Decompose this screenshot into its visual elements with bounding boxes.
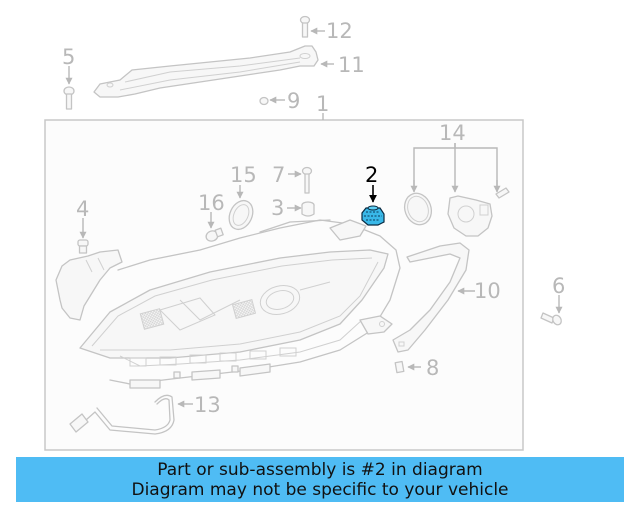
banner-line-disclaimer: Diagram may not be specific to your vehi… — [131, 480, 509, 500]
part-11-bracket[interactable] — [93, 45, 334, 98]
callout-13: 13 — [194, 393, 221, 417]
part-4-plug[interactable] — [77, 218, 89, 254]
callout-6: 6 — [552, 274, 565, 298]
banner-line-part: Part or sub-assembly is #2 in diagram — [157, 460, 483, 480]
callout-5: 5 — [62, 45, 75, 69]
callout-7: 7 — [272, 163, 285, 187]
callout-2: 2 — [365, 163, 378, 187]
callout-9: 9 — [287, 89, 300, 113]
callout-1: 1 — [316, 92, 329, 116]
callout-15: 15 — [230, 163, 257, 187]
callout-16: 16 — [198, 191, 225, 215]
part-9-clip[interactable] — [259, 96, 285, 106]
info-banner: Part or sub-assembly is #2 in diagram Di… — [16, 457, 624, 502]
part-16-bulb[interactable] — [205, 212, 224, 243]
callout-12: 12 — [326, 19, 353, 43]
headlamp-assembly[interactable] — [55, 219, 401, 389]
callout-14: 14 — [439, 121, 466, 145]
part-14-group[interactable] — [400, 143, 510, 237]
callout-4: 4 — [76, 197, 89, 221]
part-8-clip[interactable] — [394, 360, 421, 374]
part-13-harness[interactable] — [69, 394, 193, 435]
part-10-strip[interactable] — [392, 242, 475, 353]
part-12-bolt[interactable] — [299, 15, 326, 38]
part-15-seal[interactable] — [225, 185, 258, 233]
part-3-nut[interactable] — [287, 201, 315, 217]
part-6-bolt[interactable] — [540, 295, 563, 326]
callout-3: 3 — [271, 196, 284, 220]
part-2-highlighted[interactable] — [361, 185, 385, 226]
part-5-bolt[interactable] — [63, 66, 75, 110]
callout-8: 8 — [426, 356, 439, 380]
part-7-bolt[interactable] — [288, 166, 313, 194]
callout-10: 10 — [474, 279, 501, 303]
callout-11: 11 — [338, 53, 365, 77]
